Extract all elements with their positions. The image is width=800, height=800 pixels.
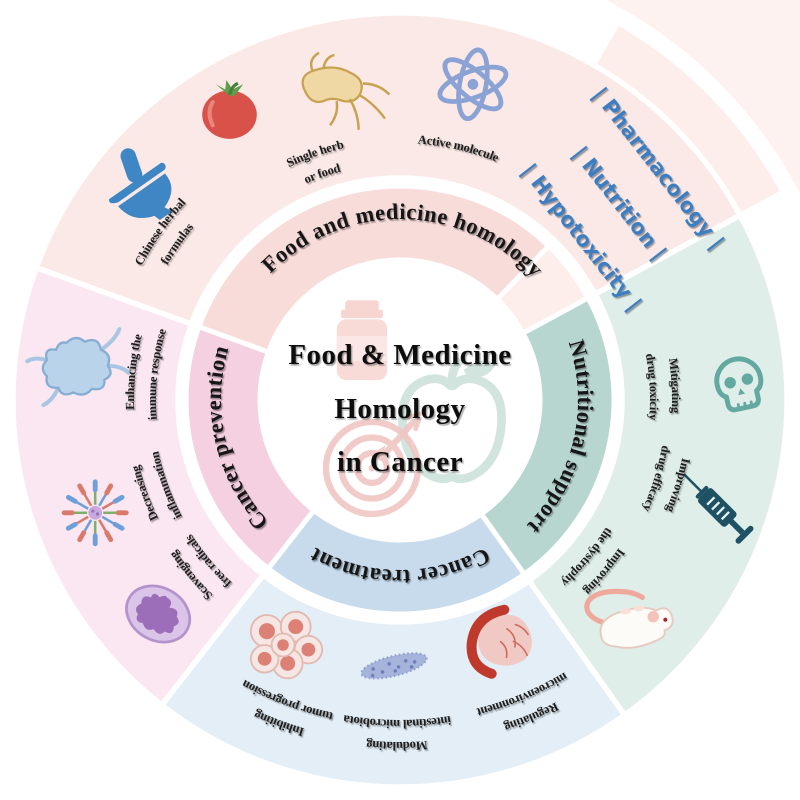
- syringe-icon: [683, 473, 754, 544]
- tumor-cells-icon: [249, 610, 324, 680]
- ginseng-icon: [301, 51, 391, 130]
- pill-bottle-icon: [336, 300, 388, 381]
- corner-band: [606, 0, 800, 194]
- sector-cancer-prevention-band: [183, 323, 318, 573]
- mortar-icon: [109, 148, 173, 220]
- center-title-line: in Cancer: [337, 446, 463, 478]
- sector-label-line: intestinal microbiota: [341, 712, 451, 731]
- skull-icon: [714, 356, 764, 413]
- target-dart-icon: [322, 411, 422, 518]
- mitochondria-icon: [125, 584, 192, 644]
- tumor-vessel-icon: [466, 604, 532, 679]
- apple-icon: [398, 356, 506, 484]
- center-circle: [263, 263, 537, 537]
- sector-label-line: Modulating: [365, 737, 428, 753]
- sector-food-medicine-homology-outer: [32, 10, 744, 328]
- inflammation-star-icon: [61, 479, 129, 547]
- immune-cell-icon: [25, 327, 131, 408]
- center-title-line: Homology: [334, 393, 465, 425]
- sector-label-line: drug toxicity: [643, 352, 661, 421]
- sector-nutritional-support-band: [477, 294, 617, 578]
- tomato-icon: [202, 80, 257, 139]
- sector-nutritional-support-outer: [525, 211, 790, 719]
- sector-label-line: Mitigating: [666, 357, 683, 414]
- mouse-icon: [584, 588, 674, 649]
- center-title-line: Food & Medicine: [288, 339, 511, 371]
- atom-icon: [437, 47, 509, 122]
- bacteria-icon: [360, 652, 428, 680]
- sector-food-medicine-homology-band: [195, 183, 553, 356]
